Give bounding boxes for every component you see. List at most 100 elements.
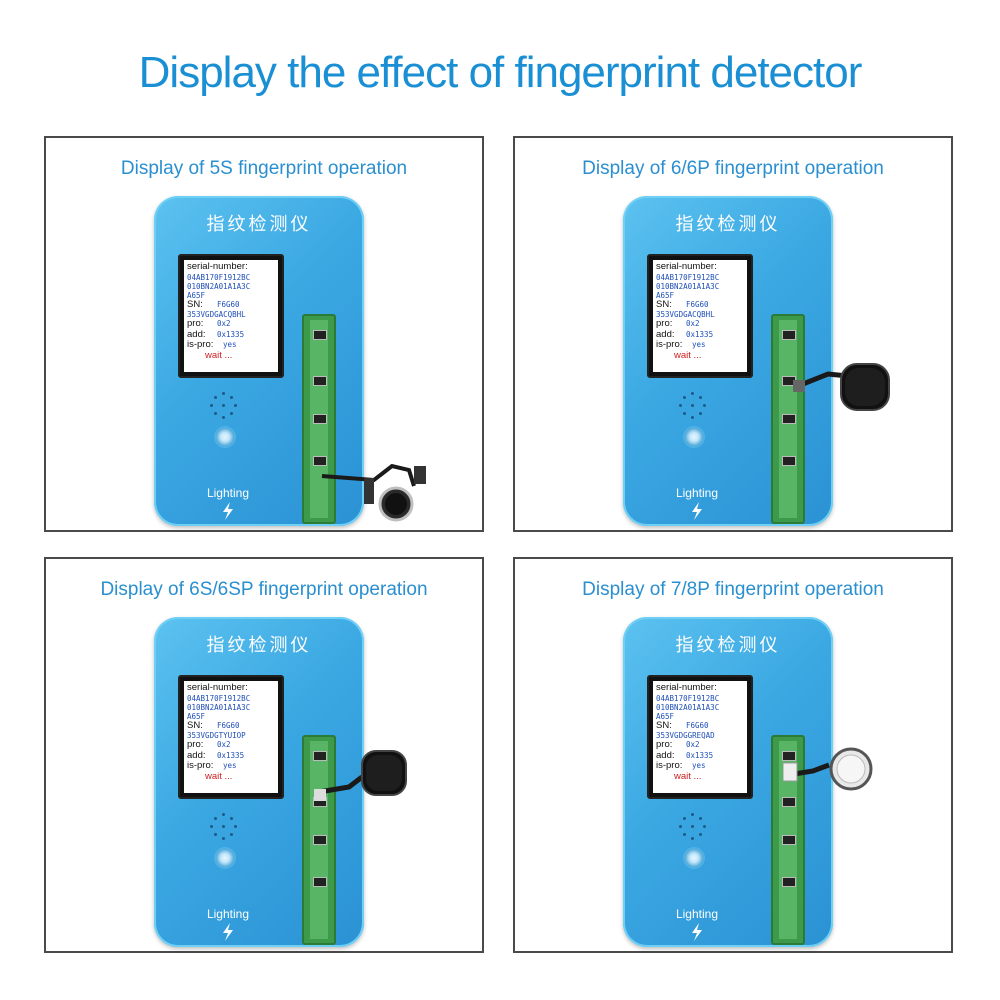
board-connector (313, 376, 327, 386)
fingerprint-tester-device: 指纹检测仪 serial-number: 04AB170F1912BC 010B… (154, 617, 407, 947)
board-connector (782, 414, 796, 424)
pro-value: 0x2 (217, 319, 231, 328)
home-button-icon (321, 463, 426, 522)
ispro-value: yes (223, 761, 237, 770)
serial-line: 010BN2A01A1A3C (187, 702, 251, 712)
panel-caption: Display of 5S fingerprint operation (120, 158, 408, 179)
device-screen: serial-number: 04AB170F1912BC 010BN2A01A… (178, 254, 284, 378)
indicator-light (216, 849, 234, 867)
serial-label: serial-number: (656, 682, 717, 693)
test-board (771, 314, 805, 524)
panel-caption: Display of 6/6P fingerprint operation (582, 158, 884, 179)
add-value: 0x1335 (686, 329, 714, 339)
sn-value-line2: 353VGDGACQBHL (656, 310, 715, 319)
board-connector (313, 330, 327, 340)
lighting-label: Lighting (206, 486, 250, 500)
fingerprint-tester-device: 指纹检测仪 serial-number: 04AB170F1912BC 010B… (623, 196, 890, 526)
panel-caption: Display of 6S/6SP fingerprint operation (100, 579, 428, 600)
lighting-label: Lighting (675, 486, 719, 500)
lightning-bolt-icon (223, 923, 233, 941)
lightning-bolt-icon (223, 502, 233, 520)
board-connector (313, 751, 327, 761)
ispro-value: yes (692, 340, 706, 349)
add-label: add: (656, 328, 675, 340)
pro-label: pro: (656, 739, 673, 750)
fingerprint-tester-device: 指纹检测仪 serial-number: 04AB170F1912BC 010B… (623, 617, 873, 947)
board-connector (782, 835, 796, 845)
board-connector (782, 877, 796, 887)
panel-7-8p: Display of 7/8P fingerprint operation 指纹… (513, 557, 953, 953)
add-value: 0x1335 (217, 329, 245, 339)
serial-line: A65F (187, 711, 206, 721)
sn-value-line2: 353VGDGTYUIOP (187, 731, 246, 740)
device-screen: serial-number: 04AB170F1912BC 010BN2A01A… (647, 675, 753, 799)
home-button-icon (793, 363, 890, 411)
ispro-label: is-pro: (187, 760, 214, 771)
serial-line: 010BN2A01A1A3C (656, 281, 720, 291)
sn-value: F6G60 (686, 720, 709, 730)
speaker-holes-icon (679, 813, 707, 841)
lightning-bolt-icon (692, 923, 702, 941)
panel-6s-6sp: Display of 6S/6SP fingerprint operation … (44, 557, 484, 953)
serial-line: 010BN2A01A1A3C (187, 281, 251, 291)
serial-line: A65F (187, 290, 206, 300)
test-board (302, 314, 336, 524)
lighting-label: Lighting (675, 907, 719, 921)
device-screen: serial-number: 04AB170F1912BC 010BN2A01A… (647, 254, 753, 378)
pro-label: pro: (187, 739, 204, 750)
board-connector (313, 456, 327, 466)
sn-label: SN: (656, 719, 672, 731)
panel-6-6p: Display of 6/6P fingerprint operation 指纹… (513, 136, 953, 532)
serial-line: 04AB170F1912BC (656, 272, 720, 282)
speaker-holes-icon (679, 392, 707, 420)
lightning-bolt-icon (692, 502, 702, 520)
serial-line: 04AB170F1912BC (187, 272, 251, 282)
sn-value: F6G60 (217, 299, 240, 309)
add-label: add: (187, 328, 206, 340)
page-headline: Display the effect of fingerprint detect… (138, 48, 863, 97)
add-value: 0x1335 (217, 750, 245, 760)
indicator-light (216, 428, 234, 446)
ispro-label: is-pro: (656, 760, 683, 771)
board-connector (313, 877, 327, 887)
device-title: 指纹检测仪 (206, 214, 312, 234)
sn-label: SN: (656, 298, 672, 310)
sn-value: F6G60 (686, 299, 709, 309)
board-connector (313, 835, 327, 845)
add-label: add: (187, 749, 206, 761)
wait-status: wait ... (205, 349, 233, 361)
board-connector (782, 797, 796, 807)
indicator-light (685, 849, 703, 867)
panel-5s: Display of 5S fingerprint operation 指纹检测… (44, 136, 484, 532)
pro-value: 0x2 (686, 319, 700, 328)
pro-value: 0x2 (217, 740, 231, 749)
ispro-value: yes (223, 340, 237, 349)
pro-label: pro: (187, 318, 204, 329)
fingerprint-tester-device: 指纹检测仪 serial-number: 04AB170F1912BC 010B… (154, 196, 426, 526)
serial-line: 04AB170F1912BC (187, 693, 251, 703)
ispro-label: is-pro: (656, 339, 683, 350)
sn-value-line2: 353VGDGACQBHL (187, 310, 246, 319)
board-connector (313, 414, 327, 424)
ispro-value: yes (692, 761, 706, 770)
serial-label: serial-number: (187, 261, 248, 272)
speaker-holes-icon (210, 392, 238, 420)
lighting-label: Lighting (206, 907, 250, 921)
ispro-label: is-pro: (187, 339, 214, 350)
home-button-icon (783, 747, 873, 791)
board-connector (782, 751, 796, 761)
serial-label: serial-number: (656, 261, 717, 272)
serial-line: A65F (656, 290, 675, 300)
indicator-light (685, 428, 703, 446)
sn-value-line2: 353VGDGGREQAD (656, 731, 715, 740)
board-connector (782, 330, 796, 340)
pro-label: pro: (656, 318, 673, 329)
panel-caption: Display of 7/8P fingerprint operation (582, 579, 884, 600)
serial-line: A65F (656, 711, 675, 721)
add-value: 0x1335 (686, 750, 714, 760)
wait-status: wait ... (674, 770, 702, 782)
wait-status: wait ... (674, 349, 702, 361)
wait-status: wait ... (205, 770, 233, 782)
pro-value: 0x2 (686, 740, 700, 749)
sn-label: SN: (187, 719, 203, 731)
